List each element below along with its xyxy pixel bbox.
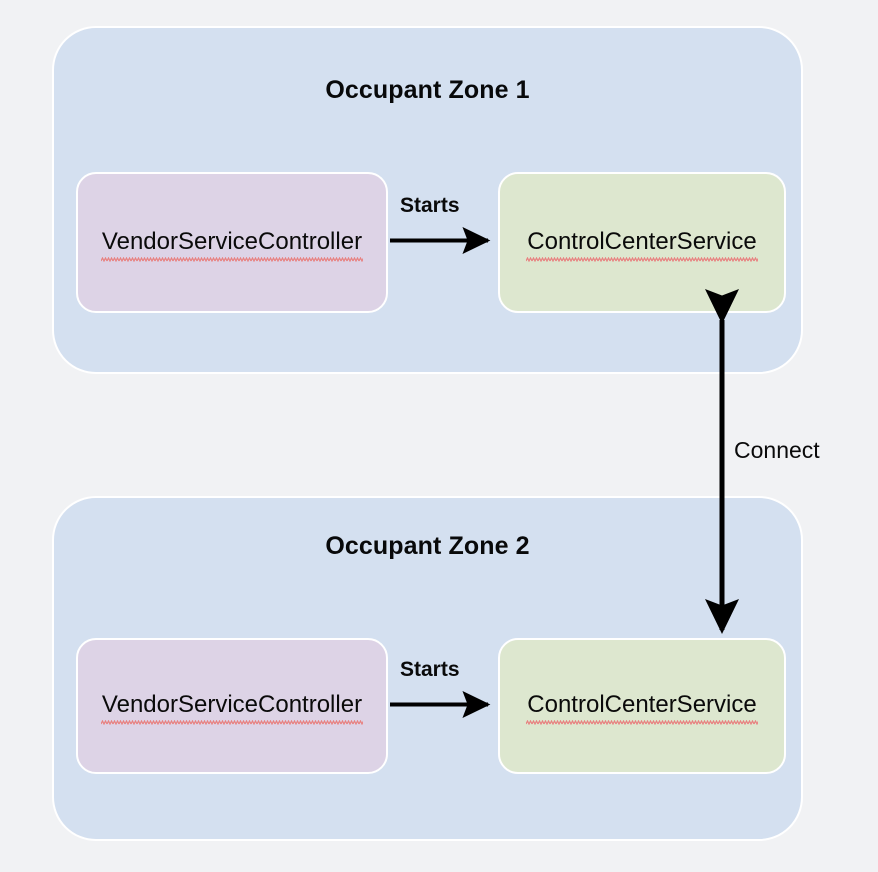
node-label: VendorServiceController bbox=[100, 691, 364, 725]
node-vendor-service-controller-zone-1[interactable]: VendorServiceController bbox=[76, 172, 388, 313]
zone-2-title: Occupant Zone 2 bbox=[325, 532, 530, 560]
zone-1-title: Occupant Zone 1 bbox=[325, 76, 530, 104]
node-label: VendorServiceController bbox=[100, 227, 364, 262]
node-label: ControlCenterService bbox=[526, 227, 759, 262]
node-label: ControlCenterService bbox=[526, 691, 759, 725]
edge-label-connect: Connect bbox=[734, 437, 820, 463]
edge-label-starts-zone-1: Starts bbox=[400, 194, 460, 217]
edge-label-starts-zone-2: Starts bbox=[400, 658, 460, 681]
node-control-center-service-zone-1[interactable]: ControlCenterService bbox=[498, 172, 786, 313]
node-control-center-service-zone-2[interactable]: ControlCenterService bbox=[498, 638, 786, 774]
node-vendor-service-controller-zone-2[interactable]: VendorServiceController bbox=[76, 638, 388, 774]
